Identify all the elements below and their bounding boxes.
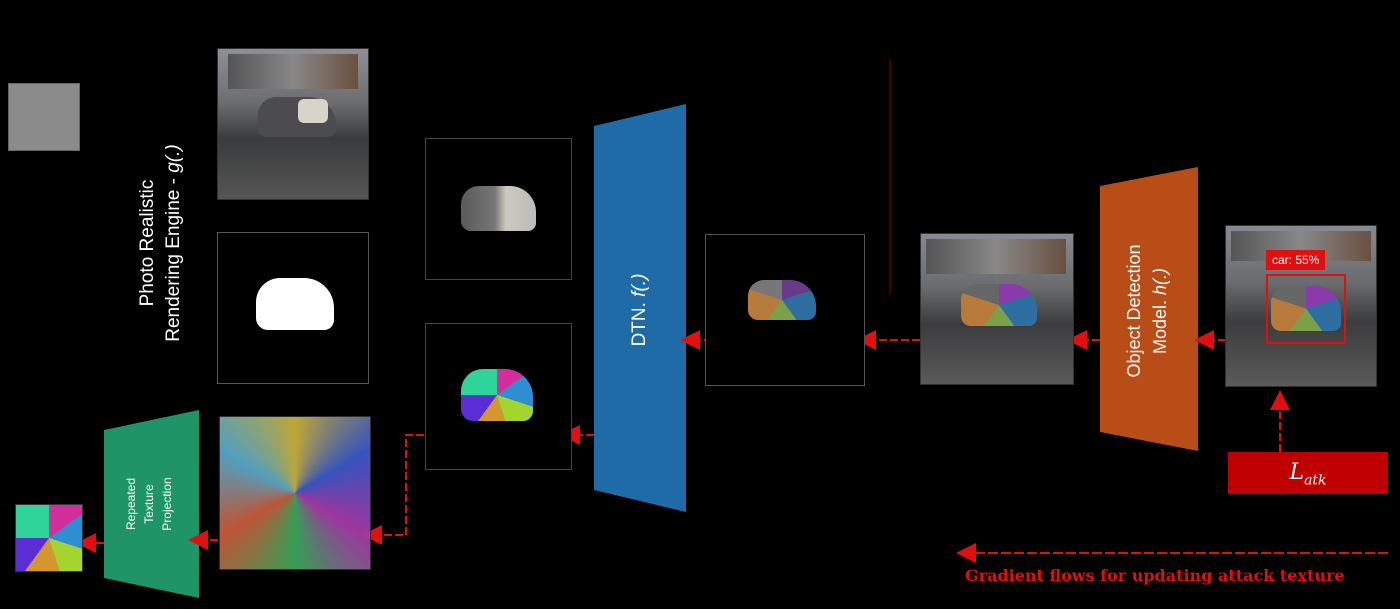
detector-block (1100, 167, 1198, 451)
detection-box (1266, 274, 1346, 344)
dtn-block (594, 104, 686, 512)
masked-car-shape (461, 186, 536, 231)
render-engine-label: Photo Realistic Rendering Engine - g(.) (137, 144, 184, 342)
car-mask-image (217, 232, 369, 384)
loss-symbol: L (1289, 460, 1305, 485)
rendered-car-photo (217, 48, 369, 200)
attack-texture-image (15, 504, 83, 572)
car-silhouette (256, 278, 334, 330)
attack-loss-box: Latk (1228, 452, 1388, 494)
gray-texture-image (8, 83, 80, 151)
detected-car (1271, 286, 1341, 331)
textured-car-shape (461, 369, 533, 421)
gradient-arrow-repeated (362, 434, 424, 545)
textured-photo-car (961, 284, 1037, 326)
dtn-car-shape (748, 280, 816, 320)
legend-label: Gradient flows for updating attack textu… (965, 566, 1345, 585)
detection-box-label: car: 55% (1266, 250, 1326, 270)
loss-subscript: atk (1304, 472, 1327, 489)
dtn-label: DTN. f(.) (629, 273, 650, 347)
texture-projection-block (104, 410, 199, 598)
repeated-texture-image (219, 416, 371, 570)
detector-label: Object Detection Model. h(.) (1124, 244, 1170, 378)
masked-car-image (425, 138, 572, 280)
detection-output-photo: car: 55% (1225, 225, 1377, 387)
texture-projection-label: Repeated Texture Projection (124, 477, 174, 531)
masked-textured-car-image (425, 323, 572, 470)
rendered-textured-car-photo (920, 233, 1074, 385)
dtn-output-car-image (705, 234, 865, 386)
